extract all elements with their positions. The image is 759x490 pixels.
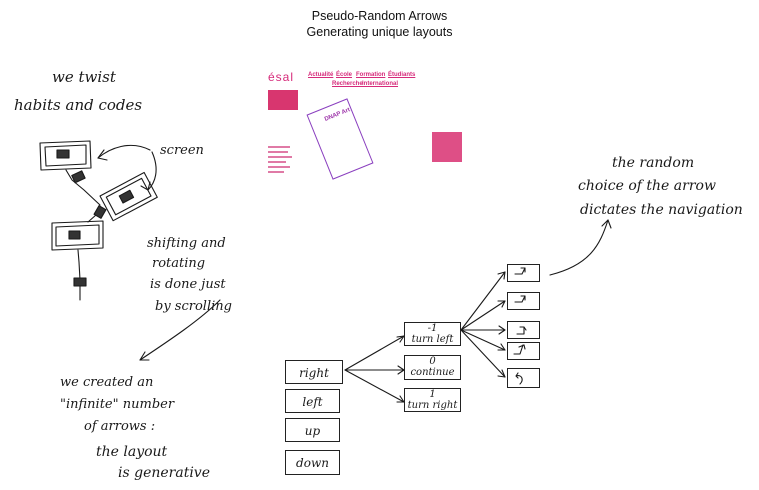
text-line <box>268 151 288 153</box>
nav-international[interactable]: International <box>362 81 399 87</box>
text-line <box>268 161 286 163</box>
nav-ecole[interactable]: École <box>336 72 353 78</box>
turn-left-label: turn left <box>411 334 454 345</box>
website-screenshot: ésal Actualité École Formation Étudiants… <box>262 64 474 182</box>
page-title: Pseudo-Random Arrows <box>311 9 448 23</box>
nav-formation[interactable]: Formation <box>356 72 386 78</box>
image-block-1 <box>268 90 298 110</box>
note-infinite-1: we created an <box>60 375 154 390</box>
arrow-option-box-3 <box>507 321 540 339</box>
note-random-3: dictates the navigation <box>580 202 743 218</box>
direction-box-right: right <box>285 360 343 384</box>
arrow-option-box-4 <box>507 342 540 360</box>
note-shift-3: is done just <box>150 277 226 292</box>
note-shift-4: by scrolling <box>155 299 232 314</box>
screen-sketch-3 <box>51 220 104 251</box>
turn-box-right: 1 turn right <box>404 388 461 412</box>
text-line <box>268 156 292 158</box>
screen-sketch-2 <box>99 171 158 222</box>
nav-recherche[interactable]: Recherche <box>332 81 363 87</box>
website-logo: ésal <box>268 70 295 84</box>
note-twist-1: we twist <box>52 68 116 86</box>
text-line <box>268 166 290 168</box>
note-infinite-2: "infinite" number <box>60 397 175 412</box>
direction-box-left: left <box>285 389 340 413</box>
turn-continue-num: 0 <box>429 356 436 367</box>
note-infinite-4: the layout <box>96 444 168 460</box>
nav-actualite[interactable]: Actualité <box>308 72 334 78</box>
turn-continue-label: continue <box>410 367 455 378</box>
note-infinite-5: is generative <box>118 465 210 481</box>
turn-right-label: turn right <box>407 400 458 411</box>
arrow-option-box-1 <box>507 264 540 282</box>
note-infinite-3: of arrows : <box>84 419 156 434</box>
screen-sketch-1 <box>39 140 92 171</box>
note-screen: screen <box>160 143 204 158</box>
arrow-option-box-5 <box>507 368 540 388</box>
page-subtitle: Generating unique layouts <box>306 25 453 39</box>
text-line <box>268 171 284 173</box>
nav-etudiants[interactable]: Étudiants <box>388 72 416 78</box>
note-shift-2: rotating <box>152 256 206 271</box>
image-block-2 <box>432 132 462 162</box>
turn-box-continue: 0 continue <box>404 355 461 380</box>
note-shift-1: shifting and <box>147 236 226 251</box>
arrow-option-box-2 <box>507 292 540 310</box>
turn-left-num: -1 <box>427 323 438 334</box>
note-random-2: choice of the arrow <box>578 178 716 194</box>
note-twist-2: habits and codes <box>14 96 143 114</box>
direction-box-down: down <box>285 450 340 475</box>
turn-box-left: -1 turn left <box>404 322 461 346</box>
direction-box-up: up <box>285 418 340 442</box>
text-line <box>268 146 290 148</box>
note-random-1: the random <box>612 155 695 171</box>
turn-right-num: 1 <box>429 389 436 400</box>
